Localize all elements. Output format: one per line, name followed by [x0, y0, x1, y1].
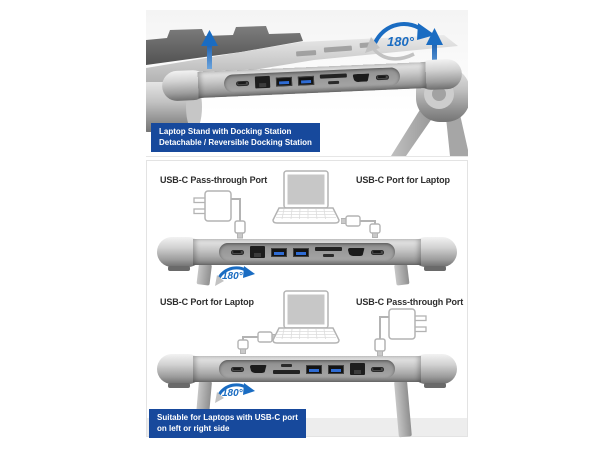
rotate-arrow-icon [215, 266, 255, 286]
dock-port-strip [219, 243, 395, 261]
usb-a-port [292, 247, 309, 257]
rotation-180-label: 180° [387, 34, 414, 49]
ethernet-port [254, 75, 270, 89]
usb-c-port [370, 249, 384, 255]
usb-a-port [327, 364, 344, 374]
stand-top-platform-dark [146, 26, 303, 65]
rotate-180-badge: 180° [213, 262, 255, 290]
rotate-180-arrow-icon [365, 22, 435, 61]
usb-a-port [270, 247, 287, 257]
ethernet-port [249, 246, 265, 258]
card-reader-port [319, 73, 347, 85]
laptop-port-label-bottom: USB-C Port for Laptop [160, 297, 254, 307]
usb-c-cable-icon [237, 331, 277, 354]
passthrough-port-label-middle: USB-C Pass-through Port [160, 175, 268, 185]
photo-caption-banner: Laptop Stand with Docking Station Detach… [151, 123, 320, 152]
photo-caption-line1: Laptop Stand with Docking Station [159, 127, 292, 136]
panel-caption-banner: Suitable for Laptops with USB-C port on … [149, 409, 306, 438]
dock-port-strip [219, 360, 395, 378]
usb-c-port [370, 366, 384, 372]
power-adapter-icon [193, 190, 246, 239]
laptop-stand-photo: 180° Laptop Stand with Docking Station D… [146, 10, 468, 156]
laptop-port-label-middle: USB-C Port for Laptop [356, 175, 450, 185]
dock-foot [424, 266, 446, 271]
usb-a-port [305, 364, 322, 374]
usb-c-port [235, 80, 249, 86]
usb-a-port [275, 76, 292, 87]
usage-diagram-panel: USB-C Pass-through Port USB-C Port for L… [146, 160, 468, 438]
rotate-arrow-icon [215, 383, 255, 403]
card-reader-port [314, 247, 342, 257]
usb-c-port [230, 249, 244, 255]
hdmi-port [249, 365, 267, 373]
rotate-180-badge: 180° [213, 379, 255, 407]
power-adapter-icon [374, 308, 427, 357]
usb-c-port [375, 74, 389, 80]
rotation-180-label: 180° [222, 388, 243, 399]
usb-c-port [230, 366, 244, 372]
panel-caption-line1: Suitable for Laptops with USB-C port [157, 413, 298, 422]
stand-leg [394, 263, 410, 286]
docking-station-bar-reversed [157, 354, 457, 388]
photo-caption-line2: Detachable / Reversible Docking Station [159, 138, 312, 147]
hdmi-port [352, 73, 369, 82]
dock-foot [168, 383, 190, 388]
lift-arrow-right-icon [426, 28, 443, 70]
usb-c-cable-icon [341, 215, 381, 238]
laptop-icon [272, 170, 340, 224]
lift-arrow-left-icon [201, 30, 218, 69]
stand-leg [196, 263, 212, 286]
ethernet-port [349, 363, 365, 375]
laptop-icon [272, 290, 340, 344]
panel-caption-line2: on left or right side [157, 424, 230, 433]
rotation-180-label: 180° [222, 271, 243, 282]
dock-foot [424, 383, 446, 388]
hdmi-port [347, 248, 365, 256]
dock-foot [168, 266, 190, 271]
right-hinge-axle [432, 87, 446, 101]
platform-vents [296, 42, 374, 57]
passthrough-port-label-bottom: USB-C Pass-through Port [356, 297, 464, 307]
usb-a-port [297, 75, 314, 86]
docking-station-bar [157, 237, 457, 271]
card-reader-port [272, 364, 300, 374]
